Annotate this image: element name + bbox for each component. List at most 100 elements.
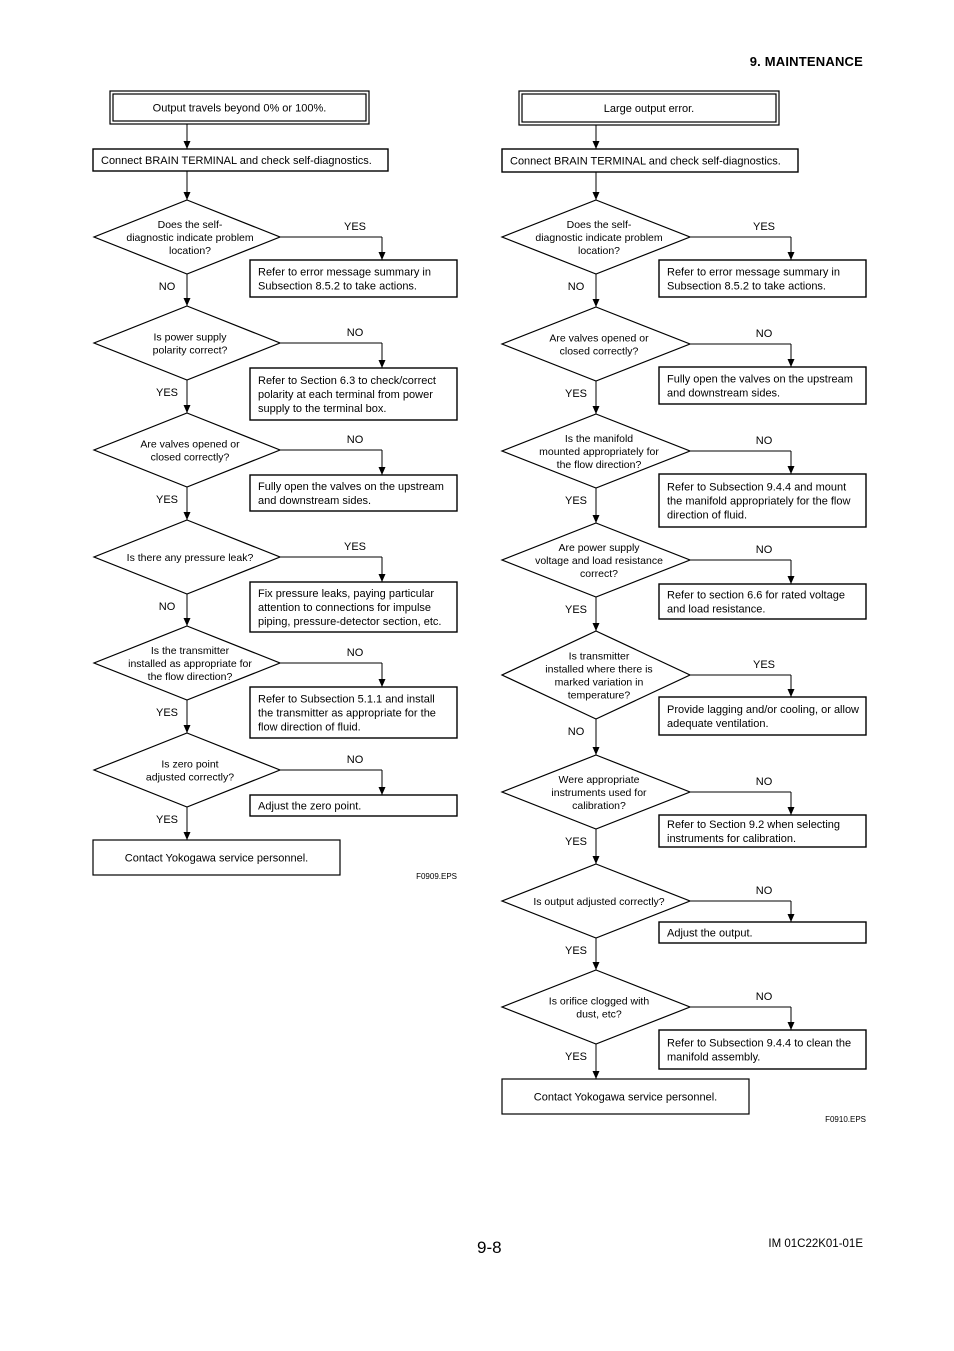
branch-label: NO	[756, 328, 773, 340]
flowchart-2: Large output error.Connect BRAIN TERMINA…	[500, 90, 867, 1124]
continue-label: NO	[568, 281, 585, 293]
action-box	[249, 794, 458, 817]
branch-label: NO	[347, 434, 364, 446]
action-text: supply to the terminal box.	[258, 403, 386, 415]
branch-label: NO	[347, 647, 364, 659]
document-id: IM 01C22K01-01E	[768, 1238, 863, 1250]
branch-label: NO	[756, 435, 773, 447]
decision-question: temperature?	[568, 689, 631, 701]
arrowhead	[592, 141, 600, 149]
start-box-outer	[518, 90, 780, 126]
action-text: Refer to section 6.6 for rated voltage	[667, 589, 845, 601]
decision-question: Were appropriate	[559, 774, 640, 786]
action-text: Refer to error message summary in	[667, 266, 840, 278]
arrowhead	[787, 914, 795, 922]
figure-id: F0909.EPS	[416, 872, 457, 881]
arrowhead	[378, 252, 386, 260]
decision-question: Is transmitter	[569, 650, 630, 662]
arrowhead	[183, 192, 191, 200]
action-text: polarity at each terminal from power	[258, 389, 433, 401]
decision-question: location?	[578, 245, 620, 257]
decision-question: mounted appropriately for	[539, 446, 659, 458]
action-text: Subsection 8.5.2 to take actions.	[258, 280, 417, 292]
action-text: Subsection 8.5.2 to take actions.	[667, 280, 826, 292]
action-text: Provide lagging and/or cooling, or allow	[667, 704, 859, 716]
arrowhead	[378, 360, 386, 368]
decision-question: Is output adjusted correctly?	[533, 896, 664, 908]
decision-question: closed correctly?	[151, 451, 230, 463]
action-box	[658, 696, 867, 736]
decision-question: installed as appropriate for	[128, 658, 252, 670]
continue-label: NO	[159, 601, 176, 613]
arrowhead	[592, 962, 600, 970]
decision-question: Is there any pressure leak?	[127, 552, 254, 564]
action-text: Refer to Subsection 9.4.4 and mount	[667, 481, 846, 493]
branch-label: NO	[756, 885, 773, 897]
arrowhead	[183, 141, 191, 149]
arrowhead	[787, 576, 795, 584]
action-box	[658, 921, 867, 944]
action-text: Adjust the zero point.	[258, 800, 361, 812]
action-box	[249, 686, 458, 739]
decision-question: Are valves opened or	[549, 332, 649, 344]
check-box	[92, 148, 389, 172]
decision-question: Does the self-	[567, 219, 632, 231]
action-box	[249, 581, 458, 633]
action-text: Refer to error message summary in	[258, 266, 431, 278]
arrowhead	[787, 689, 795, 697]
branch-label: NO	[756, 544, 773, 556]
decision-question: voltage and load resistance	[535, 555, 663, 567]
action-text: manifold assembly.	[667, 1051, 760, 1063]
action-box	[658, 366, 867, 405]
decision-question: diagnostic indicate problem	[126, 232, 253, 244]
arrowhead	[183, 405, 191, 413]
decision-question: adjusted correctly?	[146, 771, 234, 783]
action-text: Adjust the output.	[667, 927, 753, 939]
figure-id: F0910.EPS	[825, 1115, 866, 1124]
decision-question: Is the manifold	[565, 433, 633, 445]
continue-label: NO	[568, 726, 585, 738]
decision-question: Is zero point	[161, 758, 218, 770]
action-box	[658, 1029, 867, 1070]
arrowhead	[592, 192, 600, 200]
decision-question: installed where there is	[545, 663, 652, 675]
arrowhead	[592, 406, 600, 414]
action-box	[658, 259, 867, 298]
continue-label: YES	[565, 604, 587, 616]
arrowhead	[183, 512, 191, 520]
decision-question: marked variation in	[555, 676, 644, 688]
start-box	[112, 93, 367, 122]
decision-question: Does the self-	[158, 219, 223, 231]
action-box	[658, 583, 867, 620]
end-label: Contact Yokogawa service personnel.	[125, 853, 308, 865]
action-box	[658, 473, 867, 528]
action-text: direction of fluid.	[667, 509, 747, 521]
decision-question: calibration?	[572, 800, 626, 812]
branch-label: NO	[347, 327, 364, 339]
action-text: piping, pressure-detector section, etc.	[258, 616, 441, 628]
page-number: 9-8	[477, 1238, 502, 1257]
branch-label: NO	[756, 991, 773, 1003]
action-text: Refer to Section 6.3 to check/correct	[258, 375, 436, 387]
branch-label: YES	[344, 221, 366, 233]
arrowhead	[378, 574, 386, 582]
action-text: Refer to Section 9.2 when selecting	[667, 819, 840, 831]
arrowhead	[592, 515, 600, 523]
arrowhead	[592, 623, 600, 631]
branch-label: YES	[753, 221, 775, 233]
arrowhead	[787, 359, 795, 367]
arrowhead	[787, 807, 795, 815]
continue-label: YES	[565, 388, 587, 400]
action-text: the manifold appropriately for the flow	[667, 495, 850, 507]
branch-label: NO	[756, 776, 773, 788]
action-text: instruments for calibration.	[667, 833, 796, 845]
decision-question: Is orifice clogged with	[549, 995, 650, 1007]
decision-question: the flow direction?	[148, 671, 233, 683]
branch-label: NO	[347, 754, 364, 766]
arrowhead	[787, 466, 795, 474]
action-text: Fix pressure leaks, paying particular	[258, 588, 434, 600]
arrowhead	[378, 787, 386, 795]
check-label: Connect BRAIN TERMINAL and check self-di…	[510, 156, 781, 168]
arrowhead	[378, 467, 386, 475]
end-label: Contact Yokogawa service personnel.	[534, 1092, 717, 1104]
